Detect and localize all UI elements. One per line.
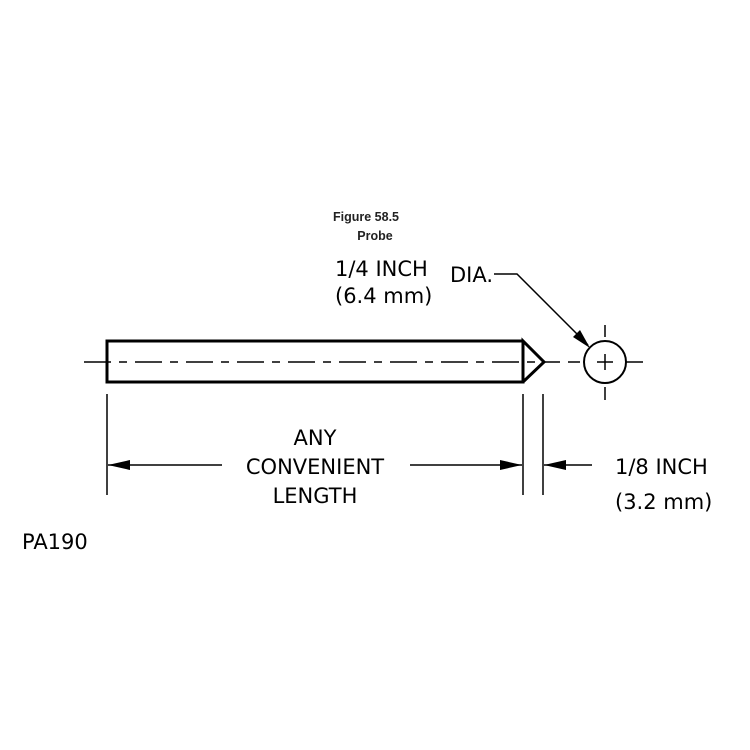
tip-mm-label: (3.2 mm) xyxy=(615,490,712,514)
diameter-dia-label: DIA. xyxy=(450,263,493,287)
figure-number: Figure 58.5 xyxy=(333,210,399,224)
drawing-id: PA190 xyxy=(22,530,88,554)
extension-lines xyxy=(106,394,544,495)
diameter-leader xyxy=(494,273,590,348)
tip-dimension xyxy=(544,460,592,470)
length-label-line2: CONVENIENT xyxy=(246,455,384,479)
length-dimension xyxy=(108,460,522,470)
tip-inch-label: 1/8 INCH xyxy=(615,455,708,479)
figure-title: Probe xyxy=(357,229,392,243)
length-label-line3: LENGTH xyxy=(273,484,358,508)
length-label-line1: ANY xyxy=(294,426,337,450)
diameter-inch-label: 1/4 INCH xyxy=(335,257,428,281)
end-view-circle xyxy=(568,325,643,400)
diameter-mm-label: (6.4 mm) xyxy=(335,284,432,308)
